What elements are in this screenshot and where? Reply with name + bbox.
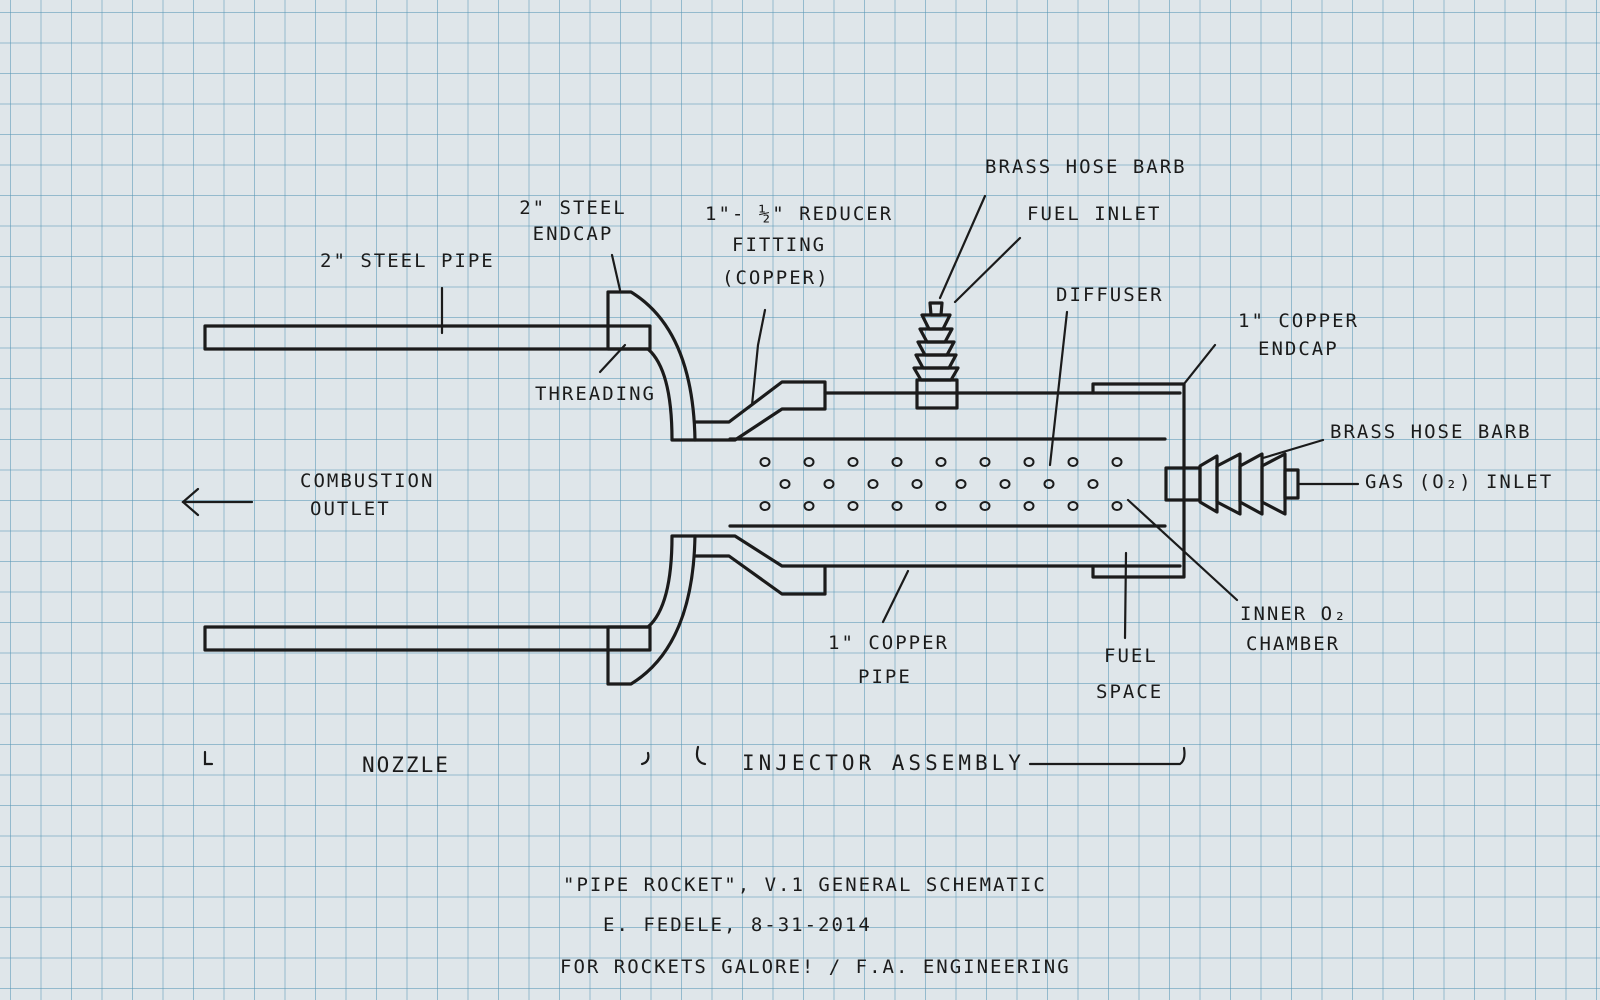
diffuser-hole <box>759 501 771 511</box>
diffuser-hole <box>891 457 903 467</box>
reducer-fitting-top <box>693 380 827 442</box>
label-nozzle: NOZZLE <box>362 753 450 777</box>
reducer-fitting-bottom <box>693 534 827 596</box>
label-inner-chamber-line1: INNER O₂ <box>1240 603 1348 625</box>
diffuser-hole <box>891 501 903 511</box>
diffuser-holes <box>759 457 1123 511</box>
label-inner-chamber-line2: CHAMBER <box>1246 633 1341 655</box>
label-copper-endcap-line2: ENDCAP <box>1258 338 1339 360</box>
diffuser-hole <box>847 457 859 467</box>
label-reducer-line2: FITTING <box>732 234 827 256</box>
label-steel-pipe: 2" STEEL PIPE <box>320 250 495 272</box>
diffuser-hole <box>867 479 879 489</box>
diffuser-hole <box>1111 457 1123 467</box>
diffuser-hole <box>1087 479 1099 489</box>
label-copper-pipe-line2: PIPE <box>858 666 912 688</box>
diffuser-hole <box>823 479 835 489</box>
label-threading: THREADING <box>535 383 656 405</box>
diffuser-hole <box>979 457 991 467</box>
diffuser-hole <box>1043 479 1055 489</box>
label-reducer-line1: 1"- ½" REDUCER <box>705 203 894 225</box>
label-injector-assembly: INJECTOR ASSEMBLY <box>742 751 1025 775</box>
footer-title: "PIPE ROCKET", V.1 GENERAL SCHEMATIC <box>563 874 1047 896</box>
diffuser-hole <box>1023 457 1035 467</box>
steel-pipe-top-wall <box>203 324 652 351</box>
copper-endcap <box>1091 382 1186 579</box>
gas-hose-barb <box>1164 452 1300 516</box>
diffuser-hole <box>935 501 947 511</box>
label-combustion-line2: OUTLET <box>310 498 391 520</box>
label-reducer-line3: (COPPER) <box>722 267 830 289</box>
diffuser-hole <box>803 501 815 511</box>
diffuser-hole <box>1111 501 1123 511</box>
leader-lines <box>440 194 1360 640</box>
label-brass-hose-barb-right: BRASS HOSE BARB <box>1330 421 1532 443</box>
diffuser-hole <box>955 479 967 489</box>
diffuser-hole <box>935 457 947 467</box>
label-combustion-line1: COMBUSTION <box>300 470 435 492</box>
diffuser-hole <box>1067 457 1079 467</box>
diffuser-hole <box>759 457 771 467</box>
label-brass-hose-barb-top: BRASS HOSE BARB <box>985 156 1187 178</box>
diffuser-hole <box>979 501 991 511</box>
label-copper-endcap-line1: 1" COPPER <box>1238 310 1359 332</box>
fuel-hose-barb <box>912 301 960 410</box>
label-fuel-space-line2: SPACE <box>1096 681 1164 703</box>
steel-endcap-bottom <box>606 534 697 686</box>
diffuser-hole <box>847 501 859 511</box>
footer-company: FOR ROCKETS GALORE! / F.A. ENGINEERING <box>560 956 1071 978</box>
label-copper-pipe-line1: 1" COPPER <box>828 632 949 654</box>
diffuser-hole <box>1067 501 1079 511</box>
label-fuel-space-line1: FUEL <box>1104 645 1158 667</box>
label-steel-endcap: 2" STEEL ENDCAP <box>519 197 627 245</box>
label-gas-inlet: GAS (O₂) INLET <box>1365 471 1554 493</box>
diffuser-hole <box>779 479 791 489</box>
footer-author: E. FEDELE, 8-31-2014 <box>603 914 872 936</box>
diffuser-hole <box>803 457 815 467</box>
label-diffuser: DIFFUSER <box>1056 284 1164 306</box>
diffuser-hole <box>1023 501 1035 511</box>
diffuser-hole <box>999 479 1011 489</box>
steel-endcap-top <box>606 290 697 442</box>
combustion-arrow <box>181 487 254 517</box>
steel-pipe-bottom-wall <box>203 625 652 652</box>
section-brackets <box>203 745 1186 766</box>
label-fuel-inlet: FUEL INLET <box>1027 203 1162 225</box>
diffuser-hole <box>911 479 923 489</box>
